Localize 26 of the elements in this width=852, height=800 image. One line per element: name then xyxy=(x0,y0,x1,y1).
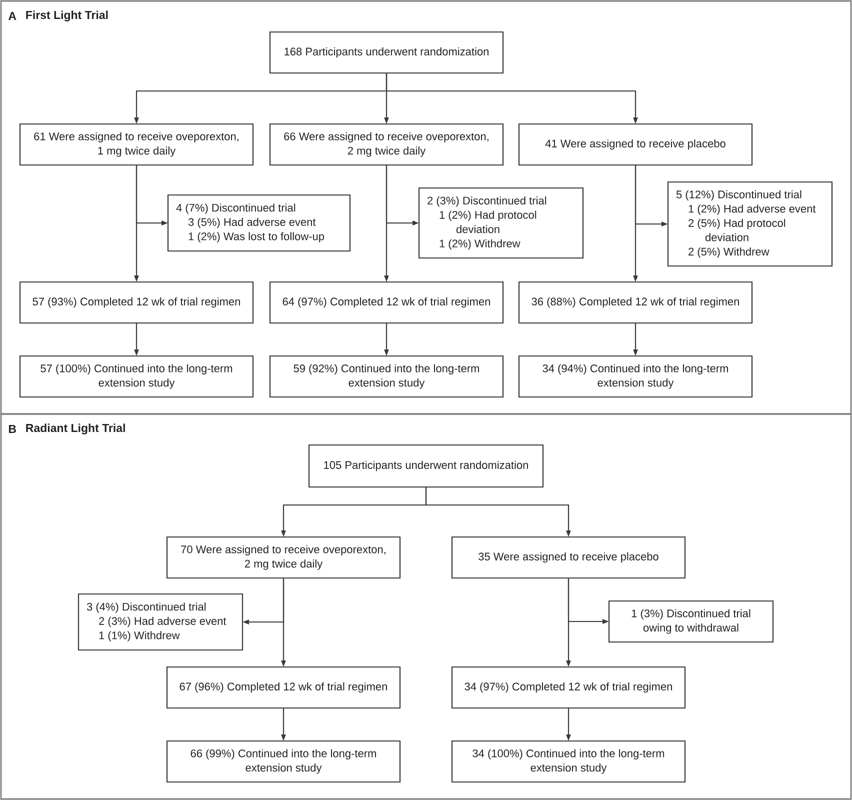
allocation-box: 70 Were assigned to receive oveporexton, 2 mg twice daily xyxy=(166,536,401,579)
randomization-box: 105 Participants underwent randomization xyxy=(308,444,544,488)
completion-box: 57 (93%) Completed 12 wk of trial regimen xyxy=(19,281,254,324)
allocation-box: 35 Were assigned to receive placebo xyxy=(451,536,686,579)
allocation-box: 61 Were assigned to receive oveporexton, 1 mg twice daily xyxy=(19,123,254,166)
allocation-box: 66 Were assigned to receive oveporexton, 2 mg twice daily xyxy=(269,123,504,166)
extension-box: 34 (94%) Continued into the long-term extension study xyxy=(518,355,753,398)
panel-letter: B xyxy=(8,425,16,433)
extension-box: 59 (92%) Continued into the long-term extension study xyxy=(269,355,504,398)
extension-box: 66 (99%) Continued into the long-term extension study xyxy=(166,740,401,783)
discontinuation-box: 3 (4%) Discontinued trial 2 (3%) Had adverse event 1 (1%) Withdrew xyxy=(78,593,244,651)
discontinuation-box: 4 (7%) Discontinued trial 3 (5%) Had adverse event 1 (2%) Was lost to follow-up xyxy=(167,194,351,252)
discontinuation-box: 2 (3%) Discontinued trial 1 (2%) Had protocol deviation 1 (2%) Withdrew xyxy=(418,187,584,259)
randomization-box: 168 Participants underwent randomization xyxy=(269,31,504,74)
panel-title: First Light Trial xyxy=(26,10,108,22)
completion-box: 64 (97%) Completed 12 wk of trial regimen xyxy=(269,281,504,324)
discontinuation-box: 5 (12%) Discontinued trial 1 (2%) Had adverse event 2 (5%) Had protocol deviation 2 (5%) Withdrew xyxy=(667,181,833,267)
panel-title: Radiant Light Trial xyxy=(26,424,125,434)
completion-box: 34 (97%) Completed 12 wk of trial regimen xyxy=(451,666,686,709)
discontinuation-box: 1 (3%) Discontinued trial owing to withdrawal xyxy=(608,600,774,643)
extension-box: 57 (100%) Continued into the long-term extension study xyxy=(19,355,254,398)
allocation-box: 41 Were assigned to receive placebo xyxy=(518,123,753,166)
completion-box: 67 (96%) Completed 12 wk of trial regimen xyxy=(166,666,401,709)
completion-box: 36 (88%) Completed 12 wk of trial regimen xyxy=(518,281,753,324)
panel-letter: A xyxy=(8,12,16,20)
extension-box: 34 (100%) Continued into the long-term extension study xyxy=(451,740,686,783)
